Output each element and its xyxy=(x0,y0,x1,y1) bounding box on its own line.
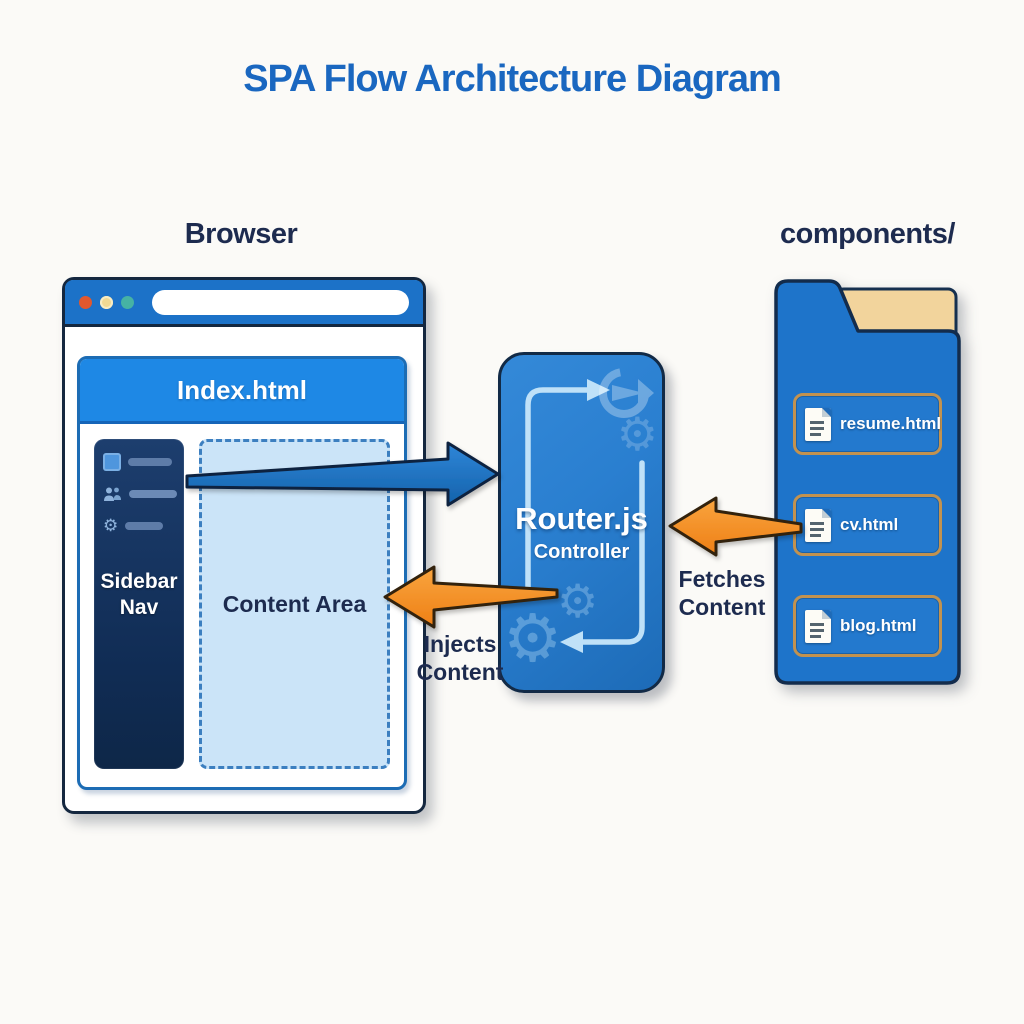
users-icon xyxy=(104,487,121,501)
content-area: Content Area xyxy=(199,439,390,769)
nav-item-placeholder-bar xyxy=(128,458,172,466)
nav-item: ⚙ xyxy=(94,517,184,535)
browser-section-label: Browser xyxy=(184,218,298,250)
components-folder: resume.html cv.html blog.html xyxy=(772,277,963,687)
index-page-body: ⚙ Sidebar Nav Content Area xyxy=(80,424,404,784)
router-controller-box: ⚙ ⚙ ⚙ Router.js Controller xyxy=(498,352,665,693)
file-item-resume: resume.html xyxy=(793,393,942,455)
browser-titlebar xyxy=(65,280,423,327)
dashboard-square-icon xyxy=(103,453,121,471)
settings-gear-icon: ⚙ xyxy=(103,516,119,536)
file-name: blog.html xyxy=(840,616,917,635)
window-maximize-dot-icon xyxy=(121,295,134,309)
page-fold-corner xyxy=(822,407,831,417)
file-name: cv.html xyxy=(840,515,899,534)
nav-item xyxy=(94,486,184,502)
index-page-panel: Index.html ⚙ xyxy=(77,356,407,790)
cycle-loop-arrows-icon xyxy=(525,379,645,653)
sidebar-nav-label: Sidebar Nav xyxy=(100,570,178,620)
file-name: resume.html xyxy=(840,414,942,433)
content-area-label: Content Area xyxy=(222,590,367,617)
router-title: Router.js xyxy=(515,501,648,536)
document-icon xyxy=(805,407,831,441)
router-subtitle: Controller xyxy=(533,541,630,563)
page-fold-corner xyxy=(822,609,831,619)
components-section-label: components/ xyxy=(780,218,955,250)
sidebar-nav-panel: ⚙ Sidebar Nav xyxy=(94,439,184,769)
nav-item-placeholder-bar xyxy=(125,522,164,530)
page-fold-corner xyxy=(822,508,831,518)
refresh-circle-arrow-icon xyxy=(599,368,654,418)
injects-content-label: Injects Content xyxy=(416,631,504,686)
file-item-cv: cv.html xyxy=(793,494,942,556)
nav-item xyxy=(94,453,184,471)
window-minimize-dot-icon xyxy=(100,295,113,309)
folder-icon xyxy=(774,279,961,685)
nav-item-placeholder-bar xyxy=(129,490,177,498)
fetches-content-label: Fetches Content xyxy=(678,566,766,621)
page-title: SPA Flow Architecture Diagram xyxy=(243,58,782,100)
window-close-dot-icon xyxy=(79,295,92,309)
address-bar xyxy=(152,289,409,315)
document-icon xyxy=(805,508,831,542)
gear-icon: ⚙ xyxy=(616,407,658,461)
browser-window: Index.html ⚙ xyxy=(62,277,426,814)
gear-icon: ⚙ xyxy=(557,574,599,628)
index-html-header: Index.html xyxy=(80,359,404,424)
file-item-blog: blog.html xyxy=(793,595,942,657)
document-icon xyxy=(805,609,831,643)
